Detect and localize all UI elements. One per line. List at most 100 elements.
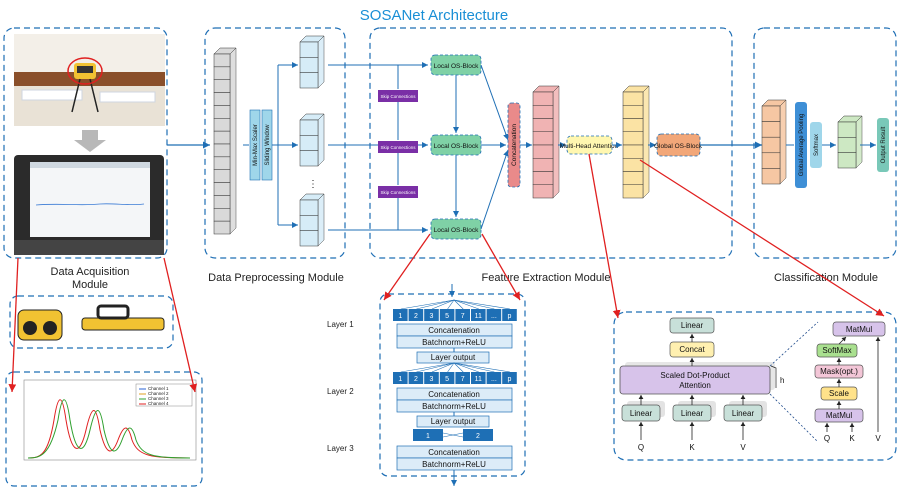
connector-red-2 bbox=[163, 257, 198, 393]
matmul-bottom-block: MatMul bbox=[814, 408, 864, 423]
layer-2-kernel-cell bbox=[393, 372, 408, 384]
concatenated-feature-cell bbox=[532, 144, 554, 159]
skip-connection-1-text: Skip Connections bbox=[380, 94, 416, 99]
preprocessing-column-cell bbox=[213, 92, 231, 106]
min-max-scaler-text: Min-Max Scaler bbox=[253, 124, 259, 166]
skip-connection-1: Skip Connections bbox=[378, 90, 418, 102]
layer-1-kernel-cell-label: 5 bbox=[445, 313, 449, 320]
window-stack-3-cell bbox=[299, 215, 319, 231]
layer-1-output-text: Layer output bbox=[431, 353, 476, 362]
concatenated-feature-column bbox=[532, 85, 560, 199]
concatenation-text: Concatenation bbox=[511, 124, 518, 166]
chart-legend-3: Channel 3 bbox=[148, 396, 169, 401]
classification-input-cell bbox=[761, 136, 781, 154]
preprocessing-column-cell bbox=[213, 66, 231, 80]
layer-2-kernel-fan-line bbox=[453, 362, 479, 373]
layer-1-output: Layer output bbox=[416, 351, 490, 364]
concatenated-feature-cell bbox=[532, 105, 554, 119]
heads-h-label: h bbox=[780, 376, 784, 385]
layer-2-kernel-cell-label: 1 bbox=[398, 376, 402, 383]
window-stack-3-side-face bbox=[317, 193, 325, 247]
softmax-text: Softmax bbox=[814, 134, 820, 156]
layer-1-kernel-fan-line bbox=[447, 299, 455, 310]
output-result-text: Output Result bbox=[881, 126, 887, 163]
signal-chart: Channel 1 Channel 2 Channel 3 Channel 4 bbox=[23, 379, 197, 461]
preprocessing-column-cell bbox=[213, 156, 231, 170]
layer-2-concatenation-text: Concatenation bbox=[428, 390, 480, 399]
layer-3-kernel-row: 1 2 bbox=[413, 429, 493, 441]
signal-chart-frame bbox=[5, 371, 203, 487]
preprocessing-column-cell bbox=[213, 53, 231, 68]
layer-1-kernel-cell bbox=[439, 309, 455, 321]
softmax-small-text: SoftMax bbox=[822, 346, 851, 355]
acquisition-label-1: Data Acquisition bbox=[51, 266, 130, 278]
classification-input-cell bbox=[761, 121, 781, 138]
mask-block: Mask(opt.) bbox=[814, 364, 864, 379]
layer-1-kernel-cell bbox=[393, 309, 408, 321]
local-os-block-2: Local OS-Block bbox=[430, 134, 482, 156]
layer-2-batchnorm-text: Batchnorm+ReLU bbox=[422, 402, 486, 411]
linear-v-stack: Linear bbox=[723, 401, 767, 422]
layer-1-kernel-cell-label: 1 bbox=[398, 313, 402, 320]
attention-feature-cell bbox=[622, 118, 644, 132]
layer-1-batchnorm-text: Batchnorm+ReLU bbox=[422, 338, 486, 347]
matmul-top-block: MatMul bbox=[832, 321, 886, 337]
classification-input-column bbox=[761, 99, 787, 185]
layer-1-kernel-cell bbox=[471, 309, 486, 321]
preprocessing-column-cell bbox=[213, 169, 231, 183]
layer-1-label: Layer 1 bbox=[327, 320, 354, 329]
layer-2-concatenation: Concatenation bbox=[396, 387, 513, 401]
classification-label: Classification Module bbox=[774, 272, 878, 284]
layer-2-kernel-cell-label: 2 bbox=[414, 376, 418, 383]
classification-module-frame bbox=[753, 27, 897, 259]
robot-photo bbox=[14, 34, 165, 126]
classification-output-cell bbox=[837, 137, 857, 153]
local-os-block-1: Local OS-Block bbox=[430, 54, 482, 76]
linear-k-text: Linear bbox=[681, 409, 704, 418]
window-stack-2-cell bbox=[299, 135, 319, 151]
window-stack-1-side-face bbox=[317, 35, 325, 89]
layer-3-batchnorm: Batchnorm+ReLU bbox=[396, 457, 513, 471]
attention-feature-cell bbox=[622, 184, 644, 199]
feature-extraction-label: Feature Extraction Module bbox=[481, 272, 610, 284]
concatenated-feature-cell bbox=[532, 171, 554, 185]
classification-output-cell bbox=[837, 121, 857, 138]
attention-feature-side-face bbox=[642, 85, 650, 199]
layer-3-label: Layer 3 bbox=[327, 444, 354, 453]
output-linear-text: Linear bbox=[681, 321, 704, 330]
layer-2-kernel-cell-label: 7 bbox=[461, 376, 465, 383]
mask-text: Mask(opt.) bbox=[820, 367, 858, 376]
layer-2-kernel-fan-line bbox=[400, 362, 455, 373]
concatenated-feature-cell bbox=[532, 91, 554, 106]
layer-1-kernel-fan-line bbox=[400, 299, 455, 310]
concatenated-feature-cell bbox=[532, 118, 554, 132]
sdpa-text-2: Attention bbox=[679, 381, 711, 390]
scaled-dot-product-block: Scaled Dot-Product Attention h bbox=[619, 362, 784, 395]
layer-2-kernel-cell-label: 5 bbox=[445, 376, 449, 383]
skip-connection-3: Skip Connections bbox=[378, 186, 418, 198]
skip-connection-3-text: Skip Connections bbox=[380, 190, 416, 195]
layer-2-kernel-fan-line bbox=[453, 362, 495, 373]
local-os-block-3-text: Local OS-Block bbox=[434, 227, 480, 234]
window-stack-2-cell bbox=[299, 119, 319, 136]
layer-2-kernel-fan-line bbox=[431, 362, 455, 373]
layer-1-concatenation-text: Concatenation bbox=[428, 326, 480, 335]
layer-3-cell-1: 1 bbox=[426, 433, 430, 440]
sdpa-text-1: Scaled Dot-Product bbox=[660, 371, 730, 380]
scale-text: Scale bbox=[829, 389, 850, 398]
window-stack-1-cell bbox=[299, 41, 319, 58]
layer-2-kernel-cell bbox=[439, 372, 455, 384]
layer-1-kernel-cell-label: ... bbox=[491, 313, 497, 320]
layer-2-kernel-cell bbox=[486, 372, 502, 384]
concatenation-block: Concatenation bbox=[507, 102, 521, 188]
acquisition-module-frame bbox=[3, 27, 168, 259]
layer-1-kernel-cell-label: 3 bbox=[430, 313, 434, 320]
layer-2-kernel-cell bbox=[471, 372, 486, 384]
preprocessing-column-cell bbox=[213, 79, 231, 93]
classification-output-cell bbox=[837, 152, 857, 169]
layer-1-kernel-cell-label: p bbox=[508, 313, 512, 320]
chart-legend-1: Channel 1 bbox=[148, 386, 169, 391]
preprocessing-label: Data Preprocessing Module bbox=[208, 272, 344, 284]
layer-2-label: Layer 2 bbox=[327, 387, 354, 396]
